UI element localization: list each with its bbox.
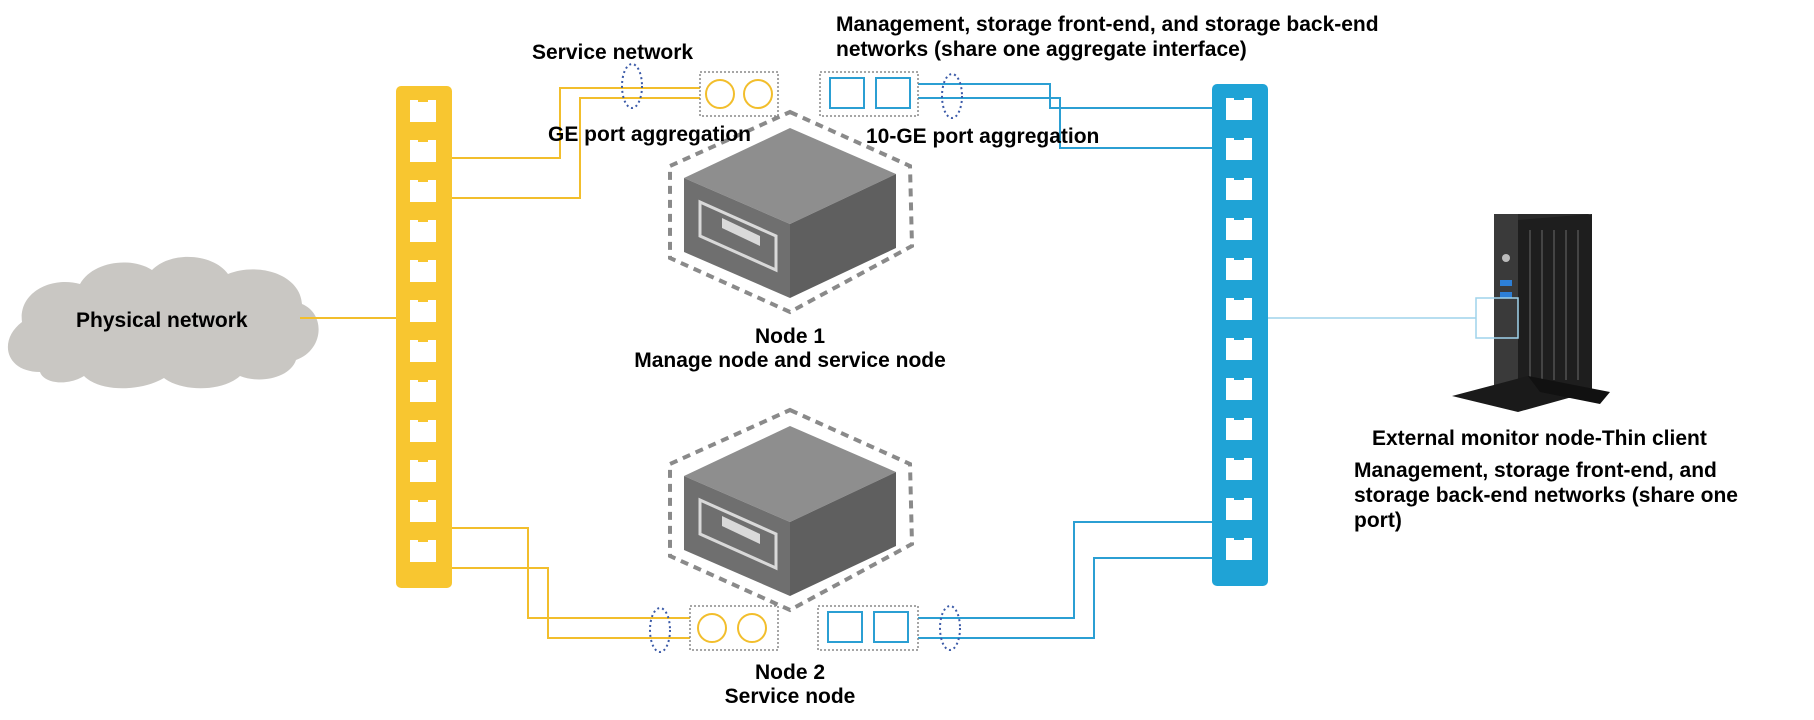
shared-networks-label: Management, storage front-end, and stora… bbox=[836, 13, 1379, 61]
thin-client-networks-label: Management, storage front-end, and stora… bbox=[1354, 459, 1738, 532]
ge-link bbox=[442, 87, 700, 159]
ge-aggregation-ellipse bbox=[621, 63, 643, 109]
ten-ge-aggregation-ellipse bbox=[941, 73, 963, 119]
ge-link bbox=[442, 97, 700, 199]
ge-aggregation-ellipse bbox=[649, 607, 671, 653]
service-network-label: Service network bbox=[532, 41, 694, 64]
ge-link bbox=[442, 527, 690, 619]
node1-role-label: Manage node and service node bbox=[634, 349, 946, 372]
node1-name-label: Node 1 bbox=[754, 325, 826, 348]
ten-ge-switch-icon bbox=[1212, 84, 1268, 586]
node2-ge-ports bbox=[689, 605, 779, 651]
ten-ge-aggregation-ellipse bbox=[939, 605, 961, 651]
ten-ge-link bbox=[918, 83, 1212, 109]
node2-name-label: Node 2 bbox=[754, 661, 826, 684]
ten-ge-link bbox=[918, 521, 1212, 619]
node2-ten-ge-ports bbox=[817, 605, 919, 651]
ge-port-aggregation-label: GE port aggregation bbox=[548, 123, 752, 146]
thin-client-title-label: External monitor node-Thin client bbox=[1372, 427, 1707, 450]
ten-ge-port-aggregation-label: 10-GE port aggregation bbox=[866, 125, 1100, 148]
physical-network-cloud-icon bbox=[7, 256, 319, 389]
ge-switch-icon bbox=[396, 86, 452, 588]
node1-ten-ge-ports bbox=[819, 71, 919, 117]
thin-client-icon bbox=[1452, 214, 1610, 412]
ge-link bbox=[442, 567, 690, 639]
ten-ge-link bbox=[918, 557, 1212, 639]
node2-server-icon bbox=[668, 407, 915, 613]
node2-role-label: Service node bbox=[724, 685, 856, 708]
physical-network-label: Physical network bbox=[76, 309, 248, 332]
node1-ge-ports bbox=[699, 71, 779, 117]
ten-ge-link bbox=[918, 97, 1212, 149]
node1-server-icon bbox=[668, 109, 915, 315]
